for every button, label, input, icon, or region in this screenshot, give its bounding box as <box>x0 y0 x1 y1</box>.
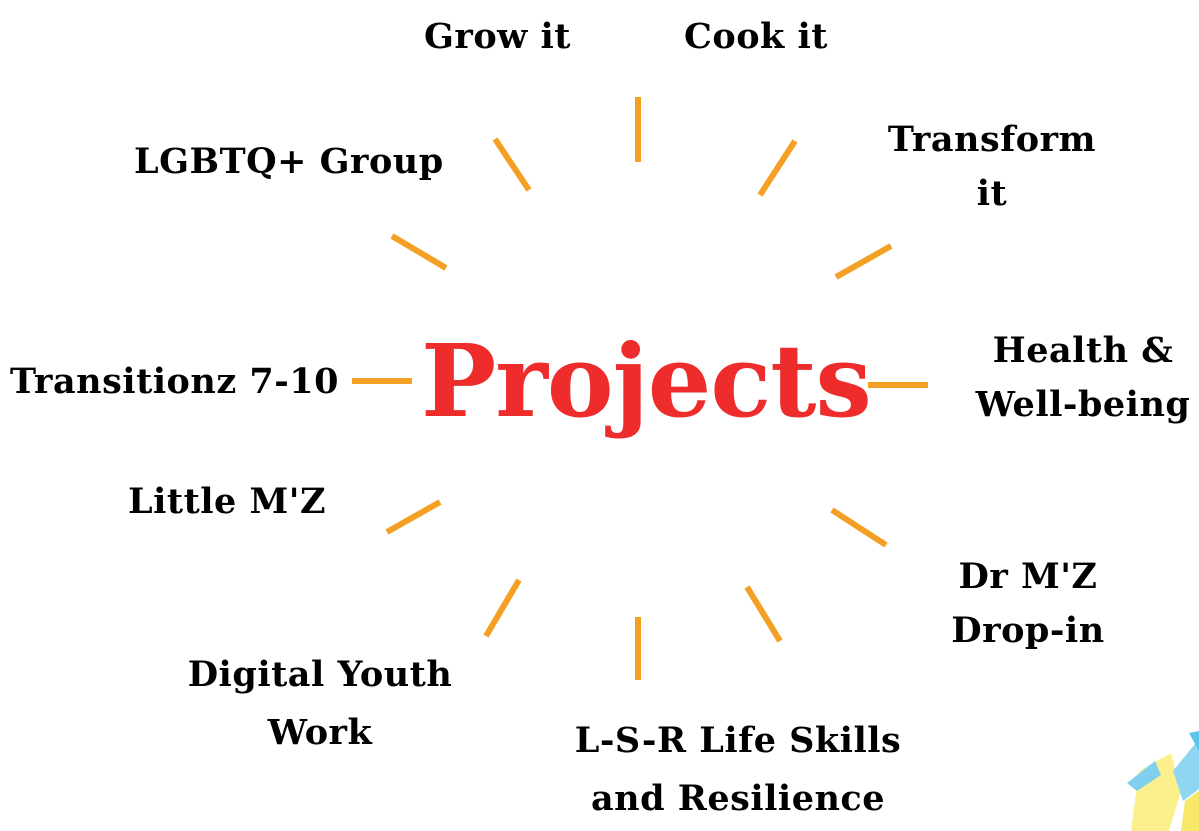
ray-top-left <box>492 137 532 192</box>
project-lsr-life-skills: L-S-R Life Skills and Resilience <box>548 717 928 823</box>
project-digital-youth-work-line-1: Digital Youth <box>187 654 453 695</box>
project-dr-mz-drop-in-line-2: Drop-in <box>951 610 1105 651</box>
project-little-mz: Little M'Z <box>128 481 326 522</box>
project-health-wellbeing-line-1: Health & <box>992 330 1174 371</box>
project-dr-mz-drop-in: Dr M'Z Drop-in <box>912 553 1144 655</box>
project-transform-it: Transform it <box>876 116 1108 218</box>
ray-lower-right <box>830 507 888 548</box>
project-transform-it-line-1: Transform <box>887 119 1097 160</box>
projects-title: Projects <box>421 322 872 440</box>
deco-blue-shape-2 <box>1173 739 1199 801</box>
project-transitionz: Transitionz 7-10 <box>10 361 339 402</box>
project-lgbtq-group: LGBTQ+ Group <box>134 141 444 182</box>
deco-blue-shape-1 <box>1127 761 1161 791</box>
deco-blue-shape-3 <box>1189 731 1199 751</box>
project-transform-it-line-2: it <box>976 173 1008 214</box>
ray-bottom-left <box>483 578 522 638</box>
ray-bottom-right <box>744 585 783 643</box>
ray-upper-right <box>834 243 893 280</box>
project-grow-it: Grow it <box>424 16 571 57</box>
project-health-wellbeing-line-2: Well-being <box>975 384 1191 425</box>
ray-top-right <box>757 139 798 197</box>
project-dr-mz-drop-in-line-1: Dr M'Z <box>958 556 1098 597</box>
ray-upper-left <box>390 233 448 271</box>
project-digital-youth-work: Digital Youth Work <box>170 651 470 757</box>
project-lsr-life-skills-line-2: and Resilience <box>590 778 886 819</box>
project-health-wellbeing: Health & Well-being <box>967 327 1199 429</box>
project-digital-youth-work-line-2: Work <box>267 712 373 753</box>
corner-decoration-graphic <box>1127 731 1199 831</box>
project-lsr-life-skills-line-1: L-S-R Life Skills <box>574 720 902 761</box>
deco-yellow-shape-2 <box>1181 791 1199 831</box>
ray-lower-left <box>385 499 442 535</box>
project-cook-it: Cook it <box>684 16 828 57</box>
